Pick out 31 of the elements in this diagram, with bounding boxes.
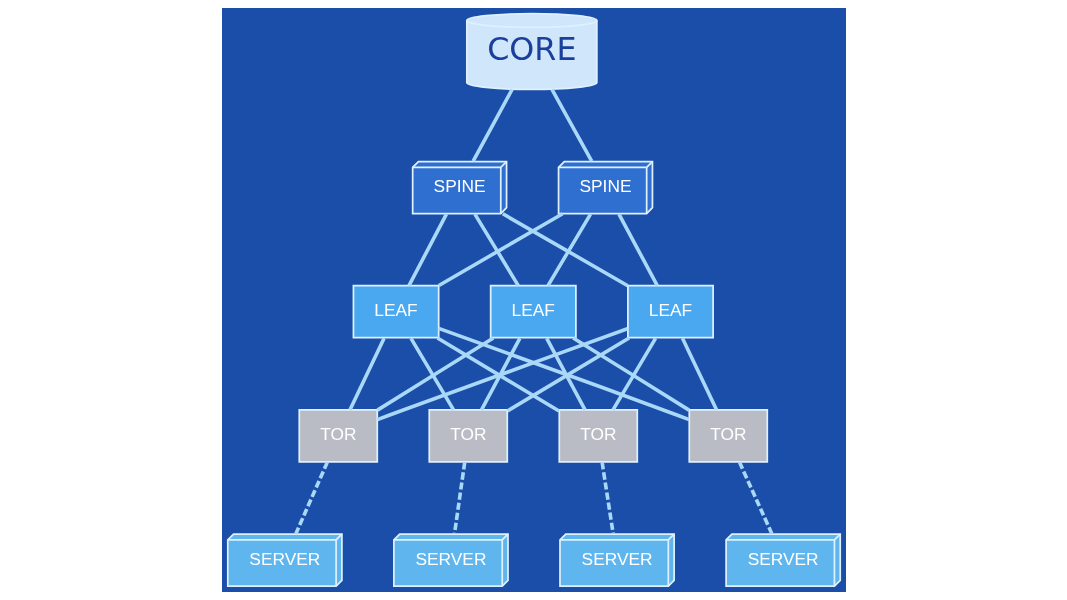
connector xyxy=(472,213,520,287)
connector xyxy=(471,88,514,162)
connector xyxy=(501,212,629,288)
connector xyxy=(616,213,659,287)
connector xyxy=(406,213,448,287)
connector xyxy=(599,462,615,535)
connector xyxy=(408,337,455,411)
connector xyxy=(544,337,587,411)
node-box: TOR xyxy=(297,409,378,463)
connector xyxy=(452,462,466,535)
node-box: TOR xyxy=(427,409,508,463)
connector xyxy=(506,336,630,413)
connector xyxy=(437,326,690,422)
connector xyxy=(549,88,593,162)
connector xyxy=(293,461,329,535)
connector xyxy=(347,337,386,411)
connector xyxy=(545,213,592,287)
connector xyxy=(376,336,494,412)
connector xyxy=(571,336,690,412)
node-box: LEAF xyxy=(352,284,440,339)
node-box: LEAF xyxy=(626,284,714,339)
node-box: TOR xyxy=(557,409,638,463)
connector xyxy=(437,212,563,288)
connector xyxy=(680,337,718,411)
connector xyxy=(436,336,560,413)
connector xyxy=(737,461,774,535)
connector xyxy=(376,327,628,422)
node-box: TOR xyxy=(687,409,768,463)
node-box: LEAF xyxy=(489,284,577,339)
connector xyxy=(610,337,657,411)
connector xyxy=(479,337,521,411)
